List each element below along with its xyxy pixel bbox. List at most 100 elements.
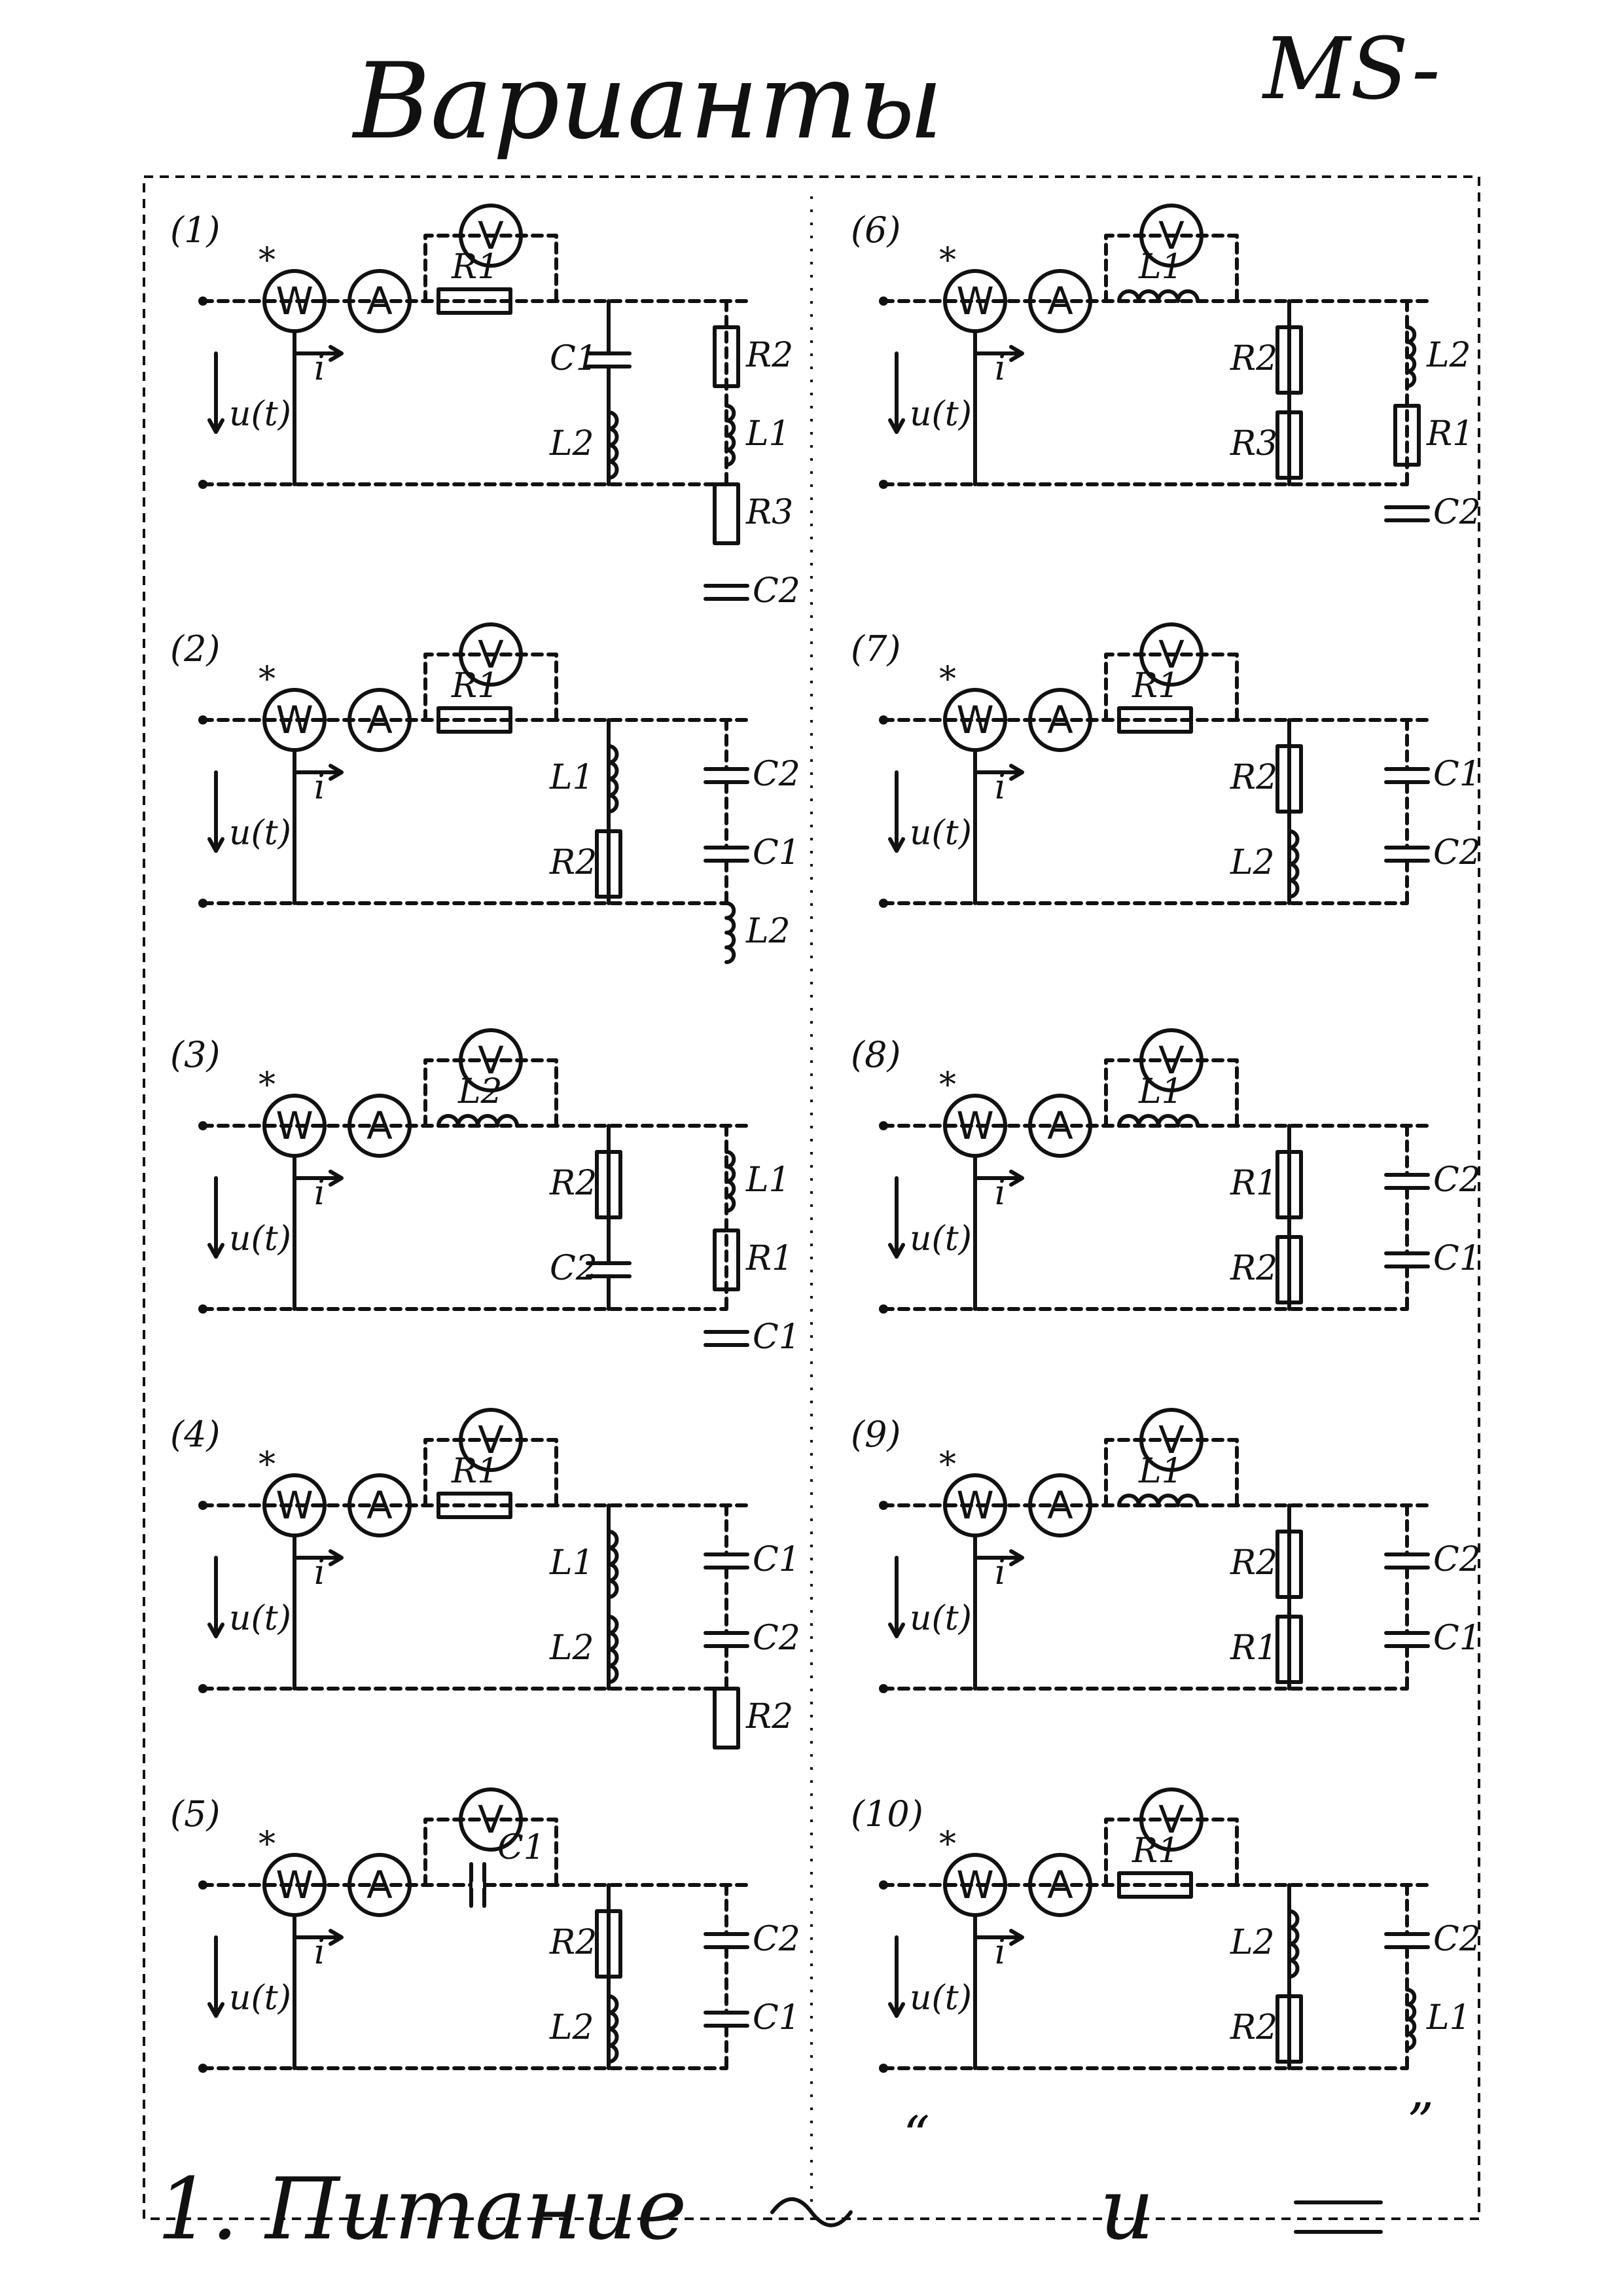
scheme-number: (9) bbox=[851, 1414, 901, 1455]
wattmeter-star: * bbox=[259, 1445, 276, 1484]
capacitor-label: C2 bbox=[753, 1920, 800, 1959]
wattmeter-symbol: W bbox=[956, 279, 993, 323]
ammeter-symbol: A bbox=[1047, 698, 1073, 742]
inductor-l2: L2 bbox=[549, 1994, 619, 2064]
capacitor-c2: C2 bbox=[704, 1920, 800, 1959]
current-label: i bbox=[995, 1933, 1006, 1972]
wattmeter: W bbox=[943, 688, 1007, 752]
capacitor-c1: C1 bbox=[704, 1540, 800, 1579]
resistor-label: R2 bbox=[1230, 758, 1277, 797]
inductor-label: L2 bbox=[549, 1628, 594, 1668]
capacitor-c1: C1 bbox=[1384, 1619, 1481, 1658]
voltmeter-symbol: V bbox=[1158, 1797, 1185, 1842]
resistor-r3: R3 bbox=[1230, 410, 1303, 480]
capacitor-label: C1 bbox=[1433, 1619, 1481, 1658]
capacitor-label: C1 bbox=[550, 339, 597, 378]
voltmeter-symbol: V bbox=[478, 1038, 504, 1083]
capacitor-c1: C1 bbox=[550, 339, 632, 378]
capacitor-label: C2 bbox=[1433, 833, 1481, 872]
wattmeter-star: * bbox=[259, 1066, 276, 1105]
voltmeter-symbol: V bbox=[1158, 632, 1185, 677]
inductor-l1: L1 bbox=[724, 1150, 791, 1213]
resistor-label: R3 bbox=[745, 493, 793, 532]
voltage-arrow-icon bbox=[888, 1556, 905, 1638]
source-voltage-label: u(t) bbox=[910, 1219, 972, 1259]
schemes-grid: (1)u(t)W*AiR1VC1L2R2L1R3C2(2)u(t)W*AiR1V… bbox=[170, 204, 1481, 2073]
resistor-r1: R1 bbox=[1230, 1615, 1303, 1684]
wattmeter-symbol: W bbox=[276, 1103, 313, 1148]
capacitor-label: C1 bbox=[753, 833, 800, 872]
capacitor-label: C1 bbox=[753, 1540, 800, 1579]
source-voltage-label: u(t) bbox=[229, 395, 291, 434]
inductor-label: L1 bbox=[549, 758, 594, 797]
source-voltage-label: u(t) bbox=[910, 1979, 972, 2018]
capacitor-c2: C2 bbox=[704, 755, 800, 794]
resistor-r2: R2 bbox=[549, 1909, 622, 1979]
resistor-r1: R1 bbox=[713, 1229, 793, 1291]
resistor-r2: R2 bbox=[713, 325, 793, 388]
ammeter-symbol: A bbox=[366, 698, 393, 742]
source-voltage-label: u(t) bbox=[229, 1979, 291, 2018]
source-voltage-label: u(t) bbox=[910, 395, 972, 434]
source-voltage-label: u(t) bbox=[229, 1599, 291, 1638]
resistor-label: R2 bbox=[1230, 339, 1277, 378]
wattmeter-star: * bbox=[259, 241, 276, 280]
resistor-label: R2 bbox=[1230, 1543, 1277, 1583]
wire bbox=[423, 1438, 558, 1507]
wire bbox=[423, 1818, 558, 1887]
footer-and: и bbox=[1099, 2159, 1154, 2259]
ammeter-symbol: A bbox=[1047, 1863, 1073, 1907]
capacitor-label: C2 bbox=[1433, 1540, 1481, 1579]
tilde-icon bbox=[770, 2197, 853, 2227]
current-label: i bbox=[314, 1553, 325, 1592]
resistor-r2: R2 bbox=[1230, 325, 1303, 395]
wattmeter-star: * bbox=[939, 1445, 956, 1484]
wattmeter-star: * bbox=[939, 241, 956, 280]
capacitor-label: C2 bbox=[1433, 1160, 1481, 1200]
ammeter: A bbox=[1028, 1473, 1092, 1537]
wattmeter-star: * bbox=[939, 1825, 956, 1864]
current-label: i bbox=[314, 349, 325, 388]
voltmeter-symbol: V bbox=[478, 1418, 504, 1462]
wattmeter-symbol: W bbox=[276, 698, 313, 742]
current-arrow-icon bbox=[293, 1929, 344, 1946]
ammeter-symbol: A bbox=[1047, 279, 1073, 323]
inductor-label: L2 bbox=[1230, 843, 1275, 882]
wattmeter-symbol: W bbox=[276, 1863, 313, 1907]
current-arrow-icon bbox=[293, 345, 344, 362]
wattmeter-symbol: W bbox=[276, 1483, 313, 1528]
voltage-arrow-icon bbox=[207, 1935, 224, 2018]
sheet-frame bbox=[143, 175, 1480, 2220]
inductor-l2: L2 bbox=[1230, 1909, 1300, 1979]
capacitor-c1: C1 bbox=[1384, 1239, 1481, 1278]
resistor-r1: R1 bbox=[1393, 404, 1474, 467]
voltage-arrow-icon bbox=[888, 1176, 905, 1259]
voltmeter-symbol: V bbox=[1158, 1038, 1185, 1083]
current-arrow-icon bbox=[973, 1170, 1024, 1187]
inductor-l2: L2 bbox=[549, 410, 619, 480]
voltage-arrow-icon bbox=[207, 1176, 224, 1259]
inductor-label: L1 bbox=[549, 1543, 594, 1583]
inductor-l1: L1 bbox=[1405, 1988, 1471, 2051]
wattmeter: W bbox=[943, 1473, 1007, 1537]
ammeter-symbol: A bbox=[366, 1863, 393, 1907]
voltmeter: V bbox=[1139, 1028, 1204, 1092]
scheme-number: (6) bbox=[851, 209, 901, 251]
wire bbox=[1104, 234, 1239, 303]
resistor-r2: R2 bbox=[549, 829, 622, 899]
scheme-number: (7) bbox=[851, 628, 901, 670]
ammeter-symbol: A bbox=[366, 1483, 393, 1528]
inductor-label: L2 bbox=[549, 2008, 594, 2047]
voltmeter: V bbox=[1139, 1408, 1204, 1472]
capacitor-c2: C2 bbox=[1384, 1540, 1481, 1579]
capacitor-c1: C1 bbox=[1384, 755, 1481, 794]
current-arrow-icon bbox=[293, 1549, 344, 1566]
voltmeter: V bbox=[459, 1408, 523, 1472]
page-title-right: MS- bbox=[1262, 19, 1440, 118]
ammeter-symbol: A bbox=[366, 279, 393, 323]
current-arrow-icon bbox=[973, 764, 1024, 781]
